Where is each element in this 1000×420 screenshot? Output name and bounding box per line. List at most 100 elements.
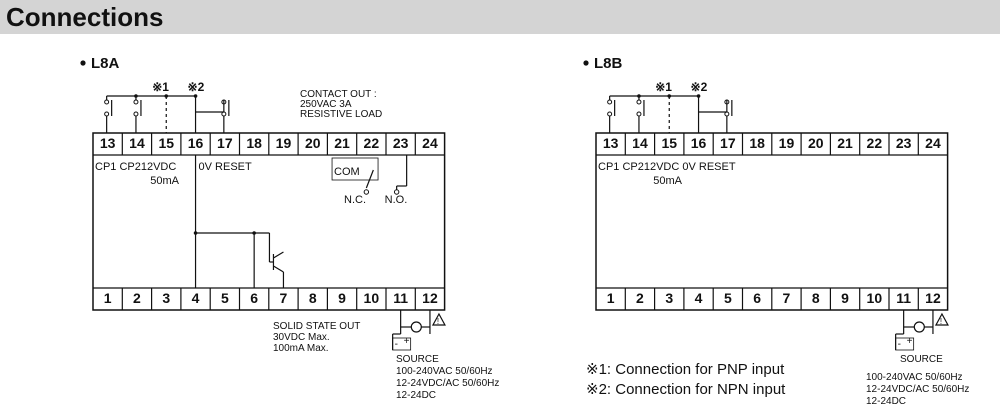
l8a-com-label: COM	[334, 166, 360, 178]
l8a-terminal-5: 5	[221, 290, 229, 306]
l8a-switch-13-contact-bottom	[104, 111, 110, 117]
l8a-ss-node	[193, 231, 198, 235]
l8a-source-line-2: 12-24VDC/AC 50/60Hz	[396, 378, 499, 389]
note-npn: ※2: Connection for NPN input	[586, 381, 786, 398]
l8a-terminal-12: 12	[422, 290, 438, 306]
l8a-contact-out-line-1: 250VAC 3A	[300, 99, 352, 110]
l8b-minus-sign: -	[898, 339, 901, 350]
l8a-terminal-17: 17	[217, 135, 233, 151]
l8a-source-line-3: 12-24DC	[396, 390, 436, 401]
l8b-terminal-24: 24	[925, 135, 941, 151]
l8b-terminal-5: 5	[724, 290, 732, 306]
l8a-terminal-block	[92, 132, 446, 311]
l8a-mark-1: ※1	[152, 80, 169, 94]
l8a-minus-sign: -	[395, 339, 398, 350]
l8a-terminal-14: 14	[129, 135, 145, 151]
l8b-terminal-19: 19	[779, 135, 795, 151]
l8a-warning-icon	[431, 312, 446, 326]
l8a-no-label: N.O.	[385, 194, 408, 206]
l8a-source-line-0: SOURCE	[396, 354, 439, 365]
l8b-terminal-16: 16	[691, 135, 707, 151]
l8b-node-15	[667, 94, 672, 98]
l8b-warning-mark: !	[940, 317, 942, 326]
l8b-terminal-22: 22	[867, 135, 883, 151]
l8a-terminal-13: 13	[100, 135, 116, 151]
l8a-relay-box	[331, 157, 379, 181]
l8b-terminal-13: 13	[603, 135, 619, 151]
l8a-terminal-15: 15	[158, 135, 174, 151]
l8a-terminal-22: 22	[364, 135, 380, 151]
l8b-terminal-6: 6	[753, 290, 761, 306]
l8a-node-16	[193, 94, 198, 98]
l8a-node-15	[164, 94, 169, 98]
l8a-source-line-1: 100-240VAC 50/60Hz	[396, 366, 493, 377]
l8b-source-symbol	[913, 321, 925, 333]
l8a-plus-sign: +	[404, 336, 410, 347]
l8b-terminal-1: 1	[607, 290, 615, 306]
l8a-warning-mark: !	[437, 317, 439, 326]
l8a-nc-label: N.C.	[344, 194, 366, 206]
l8a-terminal-24: 24	[422, 135, 438, 151]
l8b-dc-polarity-box	[895, 337, 915, 351]
l8a-solid-state-line-0: SOLID STATE OUT	[273, 321, 360, 332]
l8a-transistor-collector	[273, 251, 284, 259]
l8b-source-line-3: 12-24DC	[866, 396, 906, 407]
l8a-terminal-20: 20	[305, 135, 321, 151]
l8a-terminal-8: 8	[309, 290, 317, 306]
l8b-terminal-11: 11	[896, 290, 911, 306]
l8b-terminal-3: 3	[665, 290, 673, 306]
l8b-switch-13-contact-top	[607, 99, 613, 105]
l8a-terminal-2: 2	[133, 290, 141, 306]
l8a-relay-arm	[365, 169, 374, 189]
l8a-terminal-3: 3	[162, 290, 170, 306]
l8a-terminal-16: 16	[188, 135, 204, 151]
l8b-node-16	[696, 94, 701, 98]
l8a-switch-14-contact-bottom	[133, 111, 139, 117]
l8b-source-line-2: 12-24VDC/AC 50/60Hz	[866, 384, 969, 395]
l8b-current-label: 50mA	[653, 175, 682, 187]
l8b-terminal-23: 23	[896, 135, 912, 151]
l8a-source-symbol	[410, 321, 422, 333]
l8a-input-label: CP1 CP212VDC	[95, 161, 176, 173]
l8b-switch-13-contact-bottom	[607, 111, 613, 117]
l8a-solid-state-line-1: 30VDC Max.	[273, 332, 330, 343]
l8a-terminal-10: 10	[364, 290, 380, 306]
l8a-terminal-9: 9	[338, 290, 346, 306]
l8a-terminal-6: 6	[250, 290, 258, 306]
l8a-terminal-4: 4	[192, 290, 200, 306]
l8b-terminal-12: 12	[925, 290, 941, 306]
l8a-contact-out-line-0: CONTACT OUT :	[300, 89, 377, 100]
l8a-switch-14-contact-top	[133, 99, 139, 105]
l8a-terminal-7: 7	[280, 290, 288, 306]
l8b-mark-2: ※2	[691, 80, 708, 94]
l8b-mark-1: ※1	[655, 80, 672, 94]
l8b-terminal-15: 15	[661, 135, 677, 151]
l8a-solid-state-line-2: 100mA Max.	[273, 343, 329, 354]
l8b-terminal-4: 4	[695, 290, 703, 306]
l8a-transistor-emitter	[273, 265, 284, 273]
l8a-dc-polarity-box	[392, 337, 412, 351]
l8a-terminal-21: 21	[334, 135, 350, 151]
l8a-terminal-23: 23	[393, 135, 409, 151]
l8a-mark-2: ※2	[188, 80, 205, 94]
l8b-title-bullet	[583, 60, 589, 66]
l8b-terminal-18: 18	[749, 135, 765, 151]
l8b-terminal-9: 9	[841, 290, 849, 306]
l8a-switch-13-contact-top	[104, 99, 110, 105]
l8a-nc-contact	[363, 189, 370, 195]
l8a-reset-label: 0V RESET	[199, 161, 252, 173]
l8b-switch-14-contact-top	[636, 99, 642, 105]
l8a-title: L8A	[91, 55, 120, 72]
l8b-source-line-1: 100-240VAC 50/60Hz	[866, 372, 963, 383]
l8a-terminal-18: 18	[246, 135, 262, 151]
l8b-terminal-7: 7	[783, 290, 791, 306]
l8a-terminal-11: 11	[393, 290, 408, 306]
l8b-terminal-block	[595, 132, 949, 311]
l8a-bus-node	[134, 94, 138, 98]
l8a-title-bullet	[80, 60, 86, 66]
l8b-switch-14-contact-bottom	[636, 111, 642, 117]
l8b-title: L8B	[594, 55, 623, 72]
l8b-bus-node	[637, 94, 641, 98]
l8a-terminal-1: 1	[104, 290, 112, 306]
